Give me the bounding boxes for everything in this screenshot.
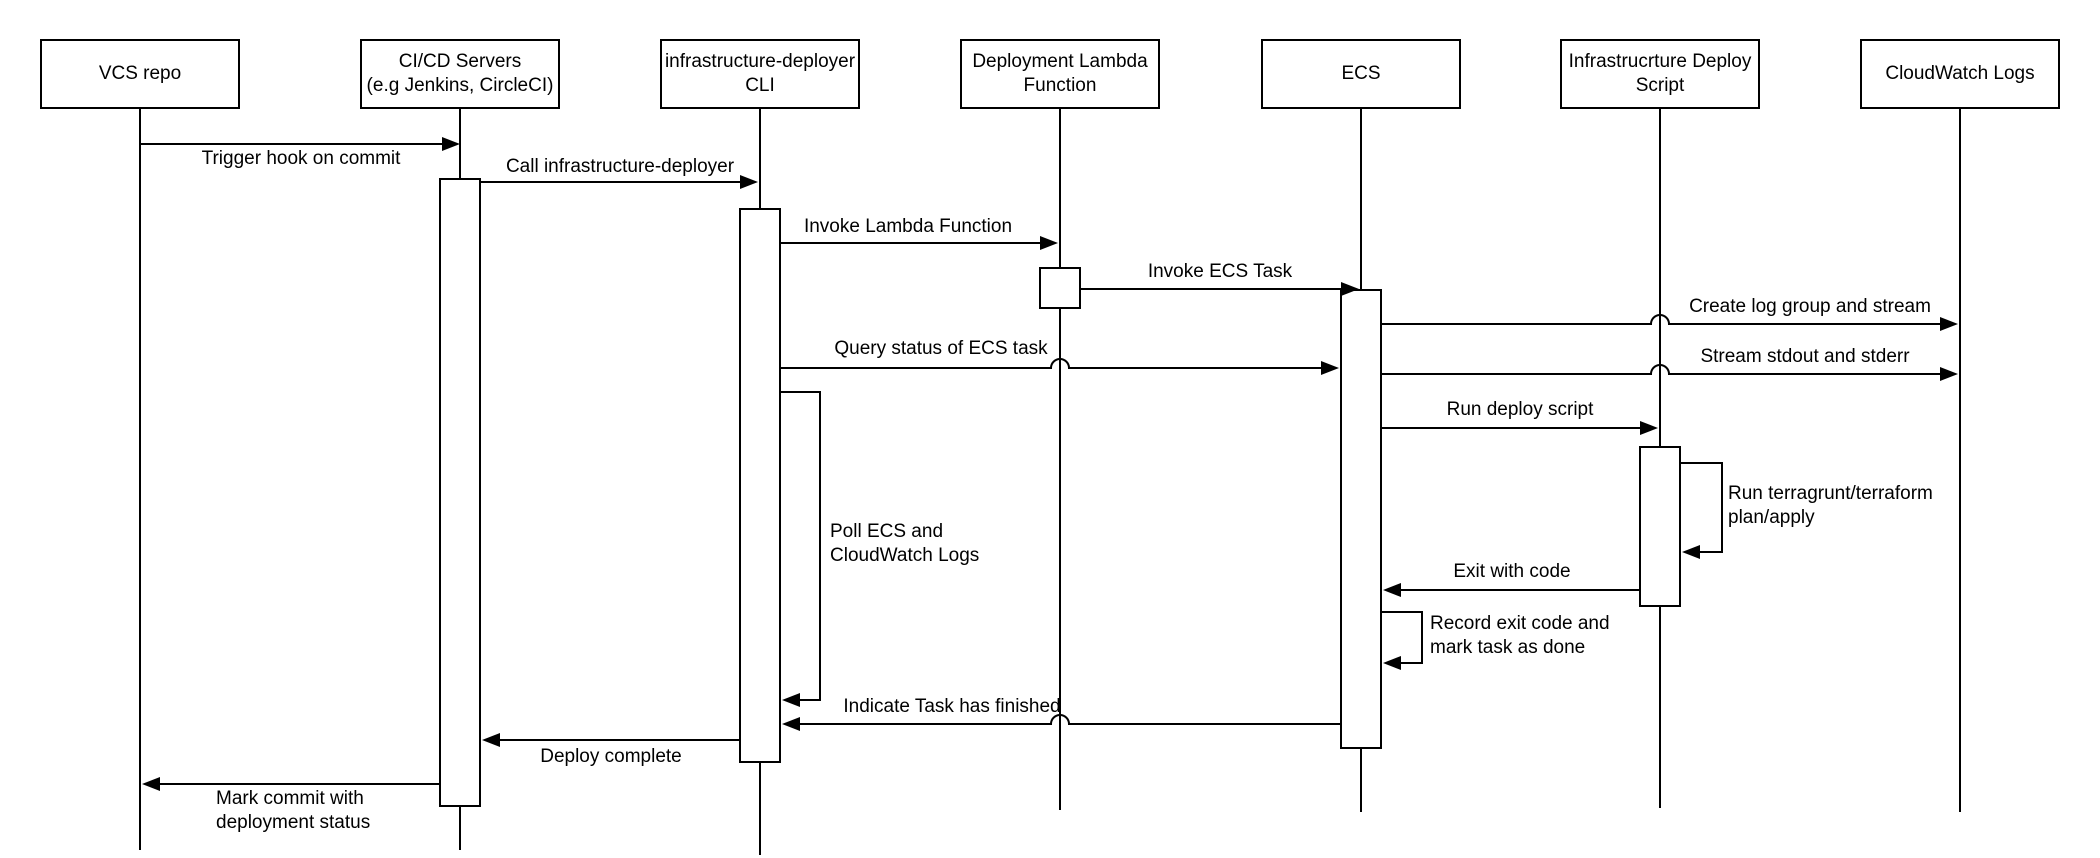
actor-label: ECS [1341,63,1381,84]
arrowhead-deploy-complete [482,733,500,747]
arrowhead-stream-stdout [1940,367,1958,381]
actor-box-cloudwatch-logs: CloudWatch Logs [1860,39,2060,109]
arrowhead-exit-with-code [1383,583,1401,597]
actor-label: infrastructure-deployer CLI [664,51,856,96]
activation-ecs [1340,289,1382,749]
arrowhead-run-terragrunt [1682,545,1700,559]
actor-label: VCS repo [98,63,182,84]
arrowhead-invoke-ecs-task [1341,282,1359,296]
message-label-invoke-ecs-task: Invoke ECS Task [1147,261,1293,282]
activation-deploy-script [1639,446,1681,607]
activation-cli [739,208,781,763]
arrowhead-trigger-hook [442,137,460,151]
actor-box-vcs-repo: VCS repo [40,39,240,109]
message-label-poll-ecs: Poll ECS and CloudWatch Logs [830,521,980,566]
message-arrow-run-terragrunt-selfloop [1680,462,1723,553]
message-arrow-record-exit-selfloop [1381,611,1423,664]
message-label-deploy-complete: Deploy complete [540,746,682,767]
actor-box-ecs: ECS [1261,39,1461,109]
message-arrow-poll-ecs-selfloop [780,391,821,701]
message-arrow-indicate-finished [798,714,1341,725]
message-arrow-query-status [780,358,1331,369]
message-arrow-create-log-group [1381,314,1950,325]
arrowhead-create-log-group [1940,317,1958,331]
arrowhead-poll-ecs [782,693,800,707]
activation-cicd-servers [439,178,481,807]
actor-box-cicd-servers: CI/CD Servers (e.g Jenkins, CircleCI) [360,39,560,109]
message-label-mark-commit: Mark commit with deployment status [216,788,371,833]
actor-box-infrastructure-deploy-script: Infrastrucrture Deploy Script [1560,39,1760,109]
actor-box-infrastructure-deployer-cli: infrastructure-deployer CLI [660,39,860,109]
actor-box-deployment-lambda: Deployment Lambda Function [960,39,1160,109]
message-label-create-log-group: Create log group and stream [1689,296,1931,317]
message-label-query-status: Query status of ECS task [834,338,1048,359]
activation-lambda [1039,267,1081,309]
message-label-stream-stdout: Stream stdout and stderr [1700,346,1910,367]
arrowhead-invoke-lambda [1040,236,1058,250]
actor-label: Deployment Lambda Function [972,51,1148,96]
arrowhead-query-status [1321,361,1339,375]
message-label-indicate-finished: Indicate Task has finished [843,696,1061,717]
arrowhead-mark-commit [142,777,160,791]
message-label-run-deploy-script: Run deploy script [1446,399,1594,420]
arrowhead-record-exit [1383,656,1401,670]
message-label-exit-with-code: Exit with code [1453,561,1571,582]
message-label-record-exit-code: Record exit code and mark task as done [1430,613,1610,658]
message-label-invoke-lambda: Invoke Lambda Function [803,216,1013,237]
message-label-trigger-hook: Trigger hook on commit [201,148,401,169]
message-label-run-terragrunt: Run terragrunt/terraform plan/apply [1728,483,1933,528]
actor-label: Infrastrucrture Deploy Script [1568,51,1752,96]
actor-label: CloudWatch Logs [1885,63,2035,84]
arrowhead-indicate-finished [782,717,800,731]
message-arrow-stream-stdout [1381,364,1950,375]
arrowhead-run-deploy-script [1640,421,1658,435]
message-label-call-deployer: Call infrastructure-deployer [505,156,735,177]
arrowhead-call-deployer [740,175,758,189]
actor-label: CI/CD Servers (e.g Jenkins, CircleCI) [366,51,554,96]
